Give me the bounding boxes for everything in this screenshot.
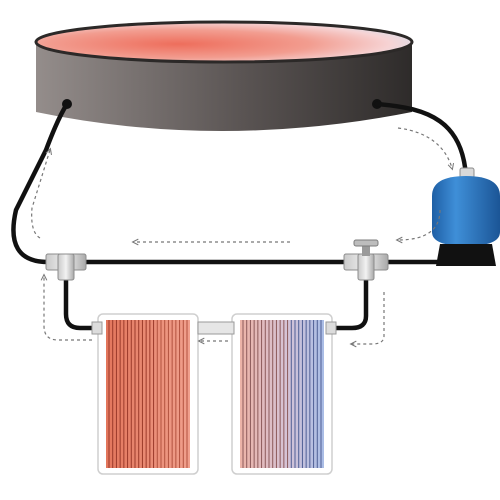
filter-pump [432,167,500,266]
collector-link-fitting [197,321,235,335]
collector-cool-port [325,321,337,335]
pipe-collector-to-tee [63,269,103,331]
pool-rim [34,20,414,64]
pipe-pool-to-pump [374,101,469,179]
diverter-valve [343,239,389,281]
pipe-tee-to-pool [11,101,70,265]
collector-hot-panel [106,320,190,468]
pipe-valve-to-collector [325,269,369,331]
tee-branch [57,253,75,281]
collector-hot-tubes [108,320,188,468]
pool [34,20,414,131]
flow-arrow-pool-to-pump [397,127,452,168]
valve-handle-icon[interactable] [353,239,379,247]
pump-tank [432,176,500,246]
collector-hot-port [91,321,103,335]
flow-arrows [31,127,452,344]
flow-arrow-pump-to-valve [398,209,441,240]
pool-wall [36,42,412,131]
collector-cool [231,313,337,475]
flow-arrow-tee-to-pool [31,150,50,239]
pipes [11,101,469,331]
collector-hot [91,313,199,475]
collector-cool-panel [240,320,324,468]
collector-cool-tubes [242,320,322,468]
valve-stem [362,244,370,256]
valve-branch [357,253,375,281]
pump-base [436,244,496,266]
flow-arrow-collectors-to-tee [44,276,92,341]
flow-arrow-valve-to-collectors [352,292,385,344]
tee-junction [45,253,87,281]
